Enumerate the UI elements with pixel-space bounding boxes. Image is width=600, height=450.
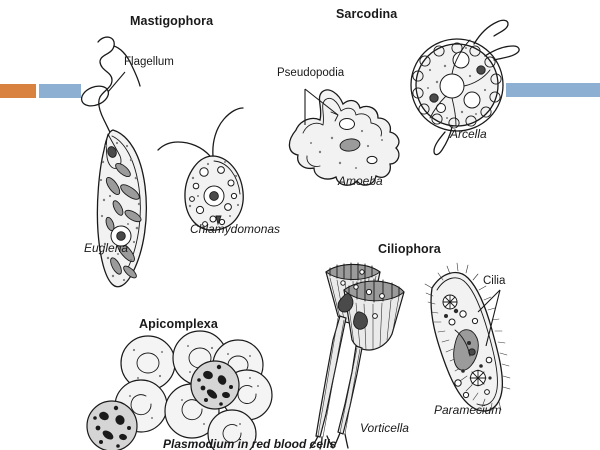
caption-plasmodium-rbc: Plasmodium in red blood cells [163, 437, 337, 450]
contractile-vacuole-anterior [442, 294, 458, 310]
heading-ciliophora: Ciliophora [378, 242, 441, 256]
decor-bar-blue-left [39, 84, 81, 98]
plasmodium-rbc-illustration [86, 330, 273, 450]
species-amoeba: Amoeba [338, 174, 383, 188]
decor-bar-orange-left [0, 84, 36, 98]
decor-bar-blue-right [506, 83, 600, 97]
species-paramecium: Paramecium [434, 403, 502, 417]
contractile-vacuole-posterior [469, 369, 487, 387]
amoeba-illustration [288, 88, 400, 186]
heading-sarcodina: Sarcodina [336, 7, 398, 21]
species-chlamydomonas: Chlamydomonas [190, 222, 281, 236]
heading-mastigophora: Mastigophora [130, 14, 214, 28]
callout-pseudopodia: Pseudopodia [277, 67, 345, 79]
callout-flagellum: Flagellum [124, 56, 174, 68]
species-euglena: Euglena [84, 241, 129, 255]
callout-cilia: Cilia [483, 275, 506, 287]
species-arcella: Arcella [450, 127, 487, 141]
species-vorticella: Vorticella [360, 421, 409, 435]
chlamydomonas-illustration [157, 107, 244, 231]
heading-apicomplexa: Apicomplexa [139, 317, 218, 331]
